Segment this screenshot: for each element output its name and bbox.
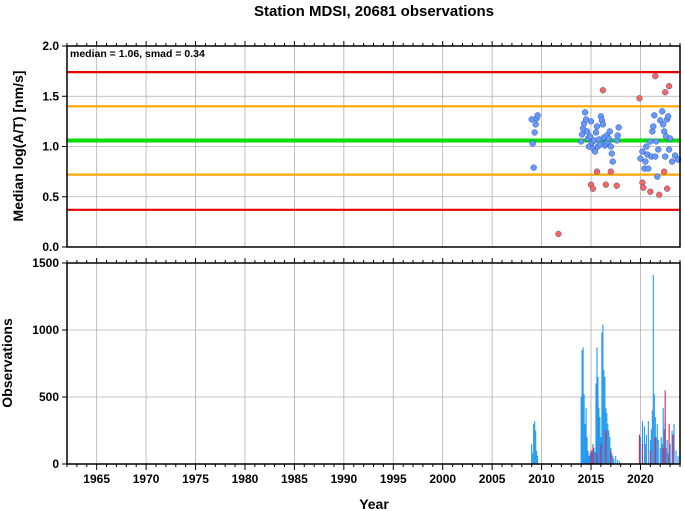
year-axis-label: Year bbox=[359, 496, 389, 511]
data-point bbox=[607, 168, 614, 175]
median-panel: 0.0 0.5 1.0 1.5 2.0 median = 1.06, smad = 0.… bbox=[10, 39, 682, 254]
y-tick-label: 0.0 bbox=[42, 240, 59, 254]
median-y-ticks: 0.0 0.5 1.0 1.5 2.0 bbox=[42, 39, 67, 254]
data-point bbox=[645, 165, 652, 172]
data-point bbox=[643, 143, 650, 150]
data-point bbox=[608, 150, 615, 157]
data-point bbox=[654, 173, 661, 180]
data-point bbox=[581, 109, 589, 116]
data-point bbox=[652, 73, 659, 80]
x-tick-label: 1995 bbox=[380, 472, 407, 486]
data-point bbox=[639, 179, 646, 186]
x-tick-label: 2020 bbox=[627, 472, 654, 486]
x-tick-label: 1980 bbox=[232, 472, 259, 486]
x-tick-label: 1990 bbox=[330, 472, 357, 486]
data-point bbox=[591, 148, 599, 155]
x-tick-label: 1985 bbox=[281, 472, 308, 486]
x-tick-label: 1970 bbox=[133, 472, 160, 486]
data-point bbox=[665, 146, 673, 153]
data-point bbox=[666, 135, 674, 142]
data-point bbox=[602, 181, 609, 188]
data-point bbox=[640, 184, 647, 191]
data-point bbox=[577, 138, 585, 145]
data-point bbox=[651, 112, 658, 119]
y-tick-label: 2.0 bbox=[42, 39, 59, 53]
y-tick-label: 0.5 bbox=[42, 190, 59, 204]
data-point bbox=[661, 168, 668, 175]
data-point bbox=[655, 146, 662, 153]
data-point bbox=[593, 123, 601, 130]
x-tick-label: 2010 bbox=[528, 472, 555, 486]
median-y-axis-label: Median log(A/T) [nm/s] bbox=[10, 71, 26, 222]
data-point bbox=[639, 148, 646, 155]
data-point bbox=[662, 153, 669, 160]
x-tick-label: 1965 bbox=[83, 472, 110, 486]
data-point bbox=[607, 143, 614, 150]
x-tick-label: 1975 bbox=[182, 472, 209, 486]
data-point bbox=[599, 87, 607, 94]
observations-bars bbox=[531, 275, 679, 464]
data-point bbox=[583, 128, 591, 135]
observations-y-axis-label: Observations bbox=[0, 318, 15, 408]
data-point bbox=[656, 191, 663, 198]
data-point bbox=[613, 137, 620, 144]
y-tick-label: 1.5 bbox=[42, 89, 59, 103]
data-point bbox=[578, 131, 586, 138]
data-point bbox=[592, 129, 600, 136]
median-smad-annotation: median = 1.06, smad = 0.34 bbox=[70, 48, 205, 60]
data-point bbox=[589, 185, 597, 192]
data-point bbox=[532, 121, 539, 128]
data-point bbox=[555, 230, 562, 238]
data-point bbox=[614, 132, 621, 139]
data-point bbox=[653, 138, 660, 145]
data-point bbox=[530, 164, 537, 171]
x-tick-label: 2005 bbox=[479, 472, 506, 486]
data-point bbox=[660, 121, 667, 128]
data-point bbox=[593, 168, 601, 175]
observations-y-ticks: 0 500 1000 1500 bbox=[32, 256, 67, 471]
y-tick-label: 0 bbox=[52, 457, 59, 471]
data-point bbox=[636, 95, 643, 102]
observations-grid bbox=[67, 262, 680, 465]
data-point bbox=[665, 83, 673, 90]
data-point bbox=[647, 188, 654, 195]
data-point bbox=[663, 185, 671, 192]
year-ticks: 1965 1970 1975 1980 1985 1990 1995 2000 2005 2010… bbox=[66, 41, 681, 486]
data-point bbox=[642, 158, 649, 165]
y-tick-label: 1000 bbox=[32, 323, 59, 337]
y-tick-label: 1.0 bbox=[42, 140, 59, 154]
data-point bbox=[605, 135, 612, 142]
data-point bbox=[637, 155, 644, 162]
data-point bbox=[534, 112, 541, 119]
data-point bbox=[649, 128, 656, 135]
y-tick-label: 500 bbox=[39, 390, 59, 404]
observations-plot-frame bbox=[66, 262, 681, 465]
chart-title: Station MDSI, 20681 observations bbox=[254, 3, 494, 20]
data-point bbox=[647, 138, 654, 145]
data-point bbox=[659, 108, 666, 115]
data-point bbox=[650, 123, 657, 130]
x-tick-label: 2000 bbox=[429, 472, 456, 486]
data-point bbox=[613, 182, 620, 189]
data-point bbox=[664, 113, 672, 120]
data-point bbox=[662, 89, 669, 96]
reference-lines bbox=[67, 71, 680, 211]
data-point bbox=[529, 140, 536, 147]
data-point bbox=[615, 124, 622, 131]
observations-panel: 0 500 1000 1500 1965 1970 1975 1980 1985 1990 199… bbox=[0, 41, 681, 511]
data-point bbox=[586, 133, 594, 140]
data-point bbox=[587, 118, 595, 125]
data-point bbox=[652, 153, 659, 160]
data-point bbox=[606, 128, 613, 135]
y-tick-label: 1500 bbox=[32, 256, 59, 270]
data-point bbox=[609, 158, 616, 165]
x-tick-label: 2015 bbox=[578, 472, 605, 486]
data-point bbox=[599, 121, 607, 128]
data-point bbox=[668, 158, 676, 165]
median-points bbox=[528, 73, 682, 238]
data-point bbox=[531, 129, 538, 136]
